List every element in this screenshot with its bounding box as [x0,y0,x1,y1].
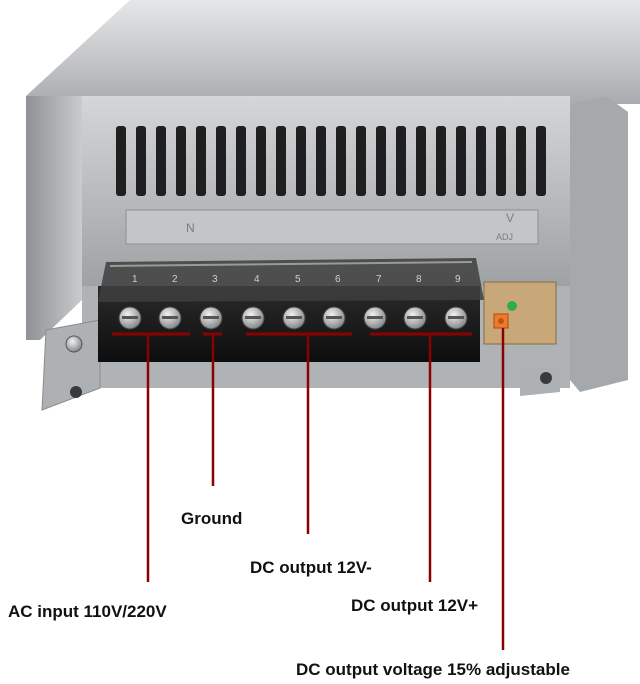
adjust-circuit-board [483,281,557,345]
terminal-screw [158,306,182,330]
terminal-number: 2 [172,274,178,285]
ventilation-slots [116,126,546,196]
terminal-screw [199,306,223,330]
indicator-led [507,301,517,311]
mounting-foot-right [520,366,560,396]
case-top [26,0,640,104]
voltage-adjust-label: DC output voltage 15% adjustable [296,660,570,679]
terminal-numbers: 1 2 3 4 5 6 7 8 9 [132,274,461,285]
dc-positive-label: DC output 12V+ [351,596,479,615]
front-mark-adj: ADJ [496,232,513,242]
terminal-screw [118,306,142,330]
foot-screw-left-top [65,335,83,353]
case-left-wall [26,96,82,340]
foot-screw-right [540,372,552,384]
front-mark-n: N [186,221,195,235]
terminal-screw [322,306,346,330]
case-right-wall [570,96,628,392]
ground-label: Ground [181,509,243,528]
dc-negative-label: DC output 12V- [250,558,372,577]
terminal-number: 7 [376,274,382,285]
ac-input-label: AC input 110V/220V [8,602,167,621]
terminal-number: 9 [455,274,461,285]
terminal-number: 1 [132,274,138,285]
terminal-number: 6 [335,274,341,285]
terminal-screws [118,306,468,330]
terminal-cover [98,258,484,302]
front-label-strip [125,209,539,245]
terminal-number: 3 [212,274,218,285]
foot-screw-left-bottom [70,386,82,398]
terminal-screw [241,306,265,330]
mounting-foot-left [41,319,101,411]
terminal-number: 8 [416,274,422,285]
terminal-number: 4 [254,274,260,285]
terminal-number: 5 [295,274,301,285]
terminal-screw [444,306,468,330]
front-mark-v: V [506,211,514,225]
terminal-screw [363,306,387,330]
terminal-screw [403,306,427,330]
terminal-screw [282,306,306,330]
leader-lines [146,328,505,650]
